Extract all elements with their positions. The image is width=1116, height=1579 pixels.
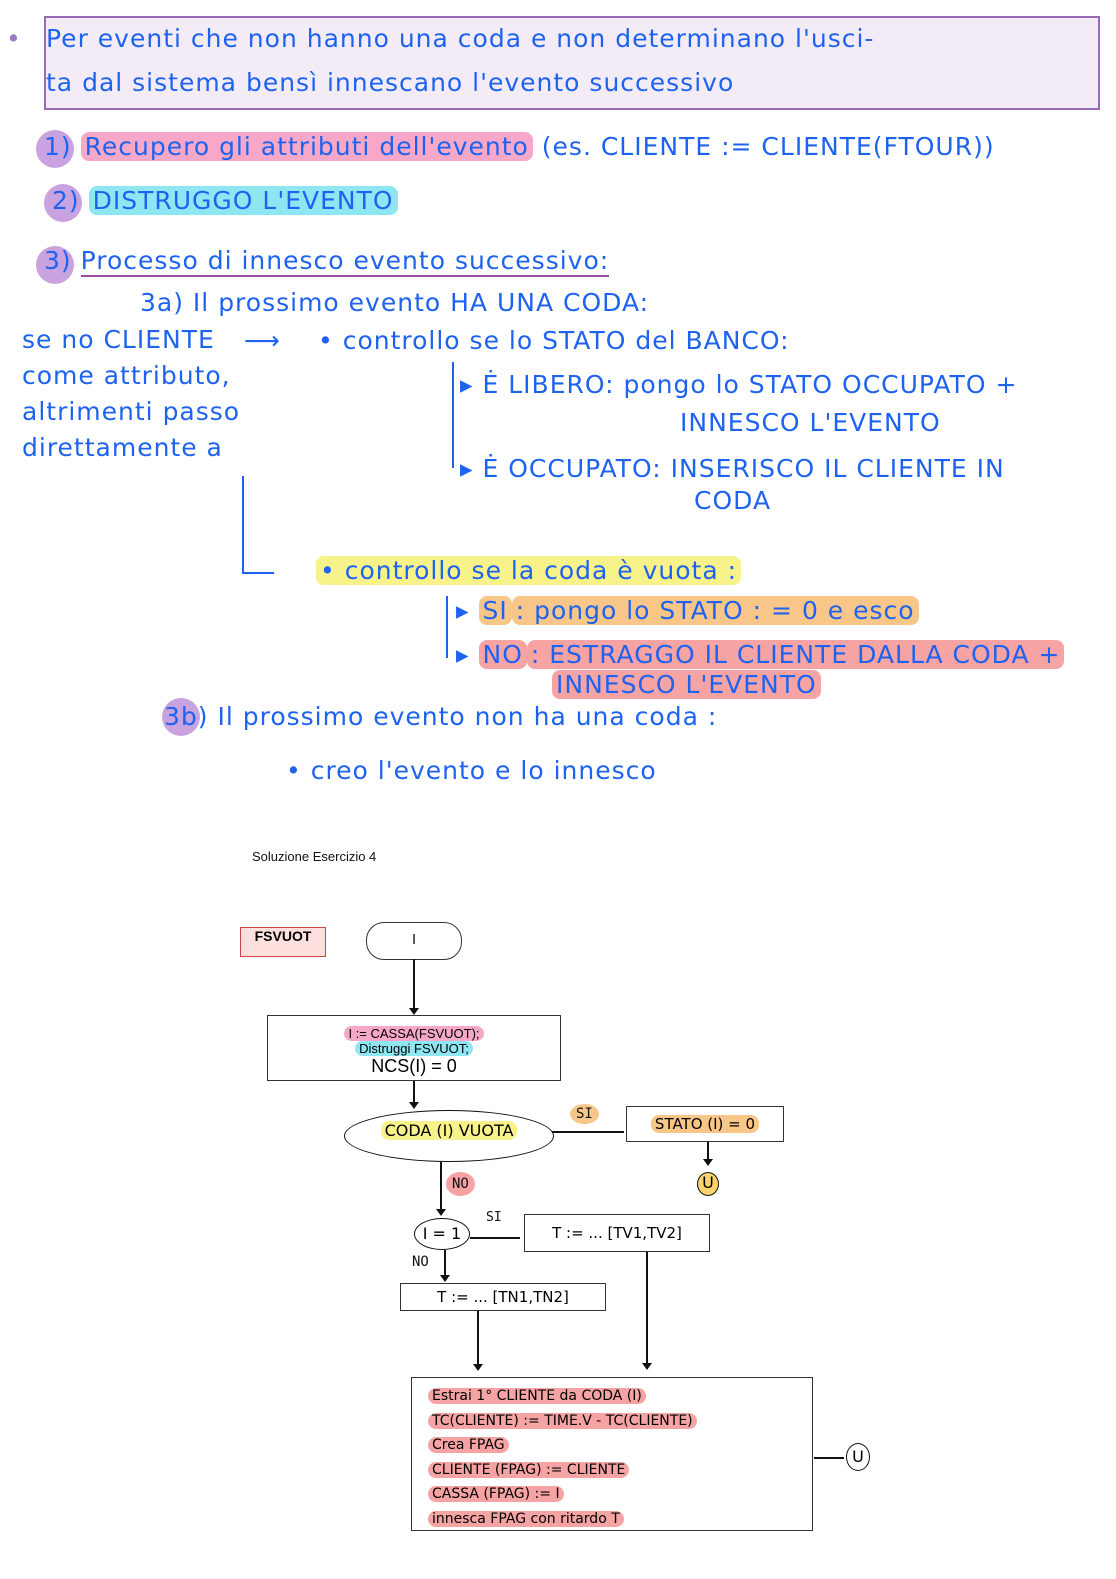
start-node: I: [366, 922, 462, 960]
arrow-icon: ⟶: [244, 326, 281, 355]
flow-arrow: [814, 1457, 844, 1459]
step-1: 1) Recupero gli attributi dell'evento (e…: [44, 132, 995, 161]
exit-node: U: [697, 1172, 719, 1196]
yes-label: SI: [570, 1104, 599, 1124]
decision-queue-empty: CODA (I) VUOTA: [344, 1110, 554, 1162]
flow-arrow: [474, 1311, 482, 1371]
step-2: 2) DISTRUGGO L'EVENTO: [52, 186, 398, 215]
section-3b-item: • creo l'evento e lo innesco: [286, 756, 657, 785]
step-circle: [36, 246, 74, 284]
event-label: FSVUOT: [240, 927, 326, 957]
bracket: [446, 596, 448, 658]
connector: [242, 476, 274, 574]
check-state: • controllo se lo STATO del BANCO:: [318, 326, 790, 355]
set-state-box: STATO (I) = 0: [626, 1106, 784, 1142]
flow-arrow: [470, 1237, 520, 1239]
tv-box: T := ... [TV1,TV2]: [524, 1214, 710, 1252]
flow-arrow: [410, 959, 418, 1015]
yes-label: SI: [486, 1210, 502, 1225]
check-queue: • controllo se la coda è vuota :: [316, 556, 742, 585]
flow-arrow: [441, 1250, 449, 1282]
flow-arrow: [410, 1081, 418, 1109]
solution-title: Soluzione Esercizio 4: [252, 849, 377, 864]
bracket: [452, 362, 454, 468]
intro-box: Per eventi che non hanno una coda e non …: [44, 16, 1100, 110]
step-circle: [162, 698, 200, 736]
init-block: I := CASSA(FSVUOT); Distruggi FSVUOT; NC…: [267, 1015, 561, 1081]
bullet: •: [6, 24, 22, 53]
dequeue-block: Estrai 1° CLIENTE da CODA (I) TC(CLIENTE…: [411, 1377, 813, 1531]
exit-node: U: [846, 1443, 870, 1471]
case-libero-2: INNESCO L'EVENTO: [680, 408, 941, 437]
flow-arrow: [552, 1131, 624, 1133]
case-no-2: INNESCO L'EVENTO: [552, 670, 821, 699]
case-si: ▸ SI: pongo lo STATO : = 0 e esco: [456, 596, 919, 625]
case-occupato-2: CODA: [694, 486, 772, 515]
flow-arrow: [643, 1252, 651, 1370]
no-label: NO: [446, 1172, 475, 1196]
case-libero: ▸ Ė LIBERO: pongo lo STATO OCCUPATO +: [460, 370, 1018, 399]
section-3b-title: 3b) Il prossimo evento non ha una coda :: [164, 702, 718, 731]
tn-box: T := ... [TN1,TN2]: [400, 1283, 606, 1311]
no-label: NO: [412, 1254, 429, 1270]
step-circle: [36, 130, 74, 168]
flow-arrow: [704, 1142, 712, 1166]
flow-arrow: [437, 1162, 445, 1216]
section-3a-title: 3a) Il prossimo evento HA UNA CODA:: [140, 288, 650, 317]
step-circle: [44, 184, 82, 222]
intro-line-2: ta dal sistema bensì innescano l'evento …: [46, 68, 735, 97]
decision-i-equals-1: I = 1: [414, 1218, 470, 1250]
case-occupato: ▸ Ė OCCUPATO: INSERISCO IL CLIENTE IN: [460, 454, 1005, 483]
intro-line-1: Per eventi che non hanno una coda e non …: [46, 24, 875, 53]
case-no: ▸ NO: ESTRAGGO IL CLIENTE DALLA CODA +: [456, 640, 1065, 669]
step-3: 3) Processo di innesco evento successivo…: [44, 246, 610, 277]
